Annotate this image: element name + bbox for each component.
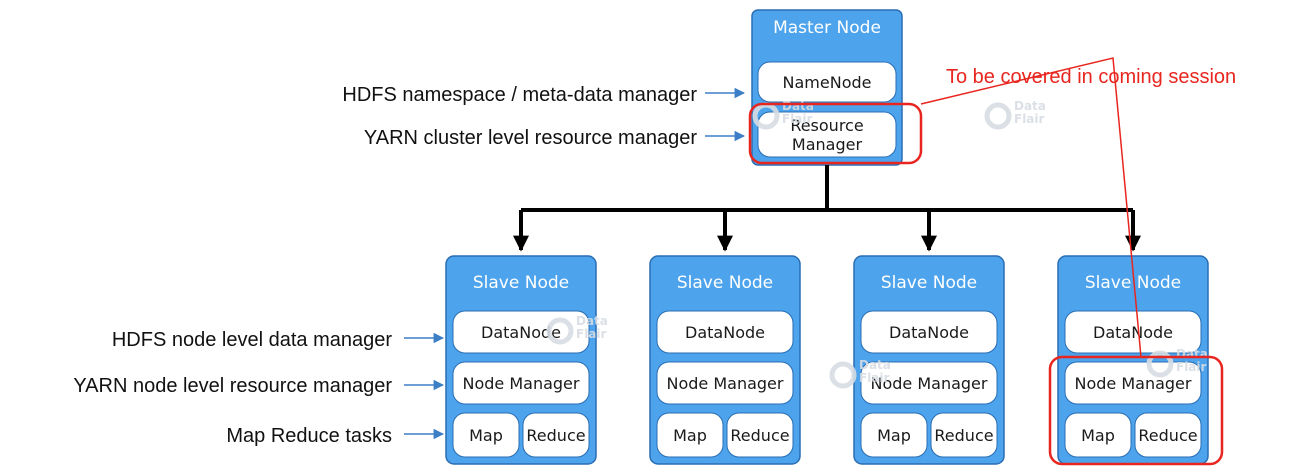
- reduce-label: Reduce: [934, 426, 993, 445]
- slave-node-title: Slave Node: [881, 273, 977, 293]
- map-label: Map: [469, 426, 503, 445]
- watermark-text: Data: [859, 358, 891, 372]
- highlight-overlay: To be covered in coming session: [748, 57, 1236, 466]
- watermark-text: Data: [1014, 99, 1046, 113]
- resource-manager-box: Resource Manager: [757, 111, 897, 158]
- watermark-text: Flair: [1014, 112, 1045, 126]
- resource-manager-label-line1: Resource: [790, 116, 863, 135]
- namenode-box: NameNode: [757, 61, 897, 103]
- slave-annotations: HDFS node level data manager YARN node l…: [73, 329, 445, 447]
- map-label: Map: [877, 426, 911, 445]
- slave-node: Slave Node DataNode Node Manager Map Red…: [649, 255, 801, 465]
- map-label: Map: [1081, 426, 1115, 445]
- master-node: Master Node NameNode Resource Manager: [751, 9, 903, 166]
- resource-manager-label-line2: Manager: [792, 135, 863, 154]
- node-manager-label: Node Manager: [871, 374, 988, 393]
- annotation-yarn-node: YARN node level resource manager: [73, 375, 392, 397]
- watermark-text: Data: [782, 99, 814, 113]
- tree-connectors: [513, 165, 1141, 252]
- watermark-logo: Data Flair: [546, 314, 608, 345]
- annotation-mapreduce: Map Reduce tasks: [226, 425, 392, 447]
- slave-node-title: Slave Node: [1085, 273, 1181, 293]
- highlight-note: To be covered in coming session: [946, 66, 1236, 88]
- annotation-hdfs-namespace: HDFS namespace / meta-data manager: [342, 84, 697, 106]
- annotation-yarn-cluster: YARN cluster level resource manager: [364, 127, 697, 149]
- node-manager-label: Node Manager: [667, 374, 784, 393]
- watermark-text: Data: [576, 314, 608, 328]
- watermark-logo: Data Flair: [829, 358, 891, 389]
- resource-manager-highlight: [748, 102, 923, 165]
- namenode-label: NameNode: [783, 73, 872, 92]
- reduce-label: Reduce: [1138, 426, 1197, 445]
- slave-node: Slave Node DataNode Node Manager Map Red…: [445, 255, 597, 465]
- watermark-text: Flair: [1176, 360, 1207, 374]
- datanode-label: DataNode: [889, 323, 969, 342]
- map-label: Map: [673, 426, 707, 445]
- node-manager-highlight: [1048, 355, 1224, 466]
- datanode-label: DataNode: [685, 323, 765, 342]
- annotation-hdfs-node: HDFS node level data manager: [112, 329, 392, 351]
- slave-node-title: Slave Node: [677, 273, 773, 293]
- node-manager-label: Node Manager: [1075, 374, 1192, 393]
- watermark-logo: Data Flair: [984, 99, 1046, 130]
- datanode-label: DataNode: [1093, 323, 1173, 342]
- watermark-text: Flair: [859, 371, 890, 385]
- reduce-label: Reduce: [730, 426, 789, 445]
- master-node-title: Master Node: [773, 18, 881, 38]
- highlight-connector: [920, 57, 1142, 358]
- master-annotations: HDFS namespace / meta-data manager YARN …: [342, 84, 746, 149]
- watermark-text: Data: [1176, 347, 1208, 361]
- watermark-text: Flair: [782, 112, 813, 126]
- reduce-label: Reduce: [526, 426, 585, 445]
- slave-node: Slave Node DataNode Node Manager Map Red…: [853, 255, 1005, 465]
- slave-node-title: Slave Node: [473, 273, 569, 293]
- node-manager-label: Node Manager: [463, 374, 580, 393]
- datanode-label: DataNode: [481, 323, 561, 342]
- watermark-text: Flair: [576, 327, 607, 341]
